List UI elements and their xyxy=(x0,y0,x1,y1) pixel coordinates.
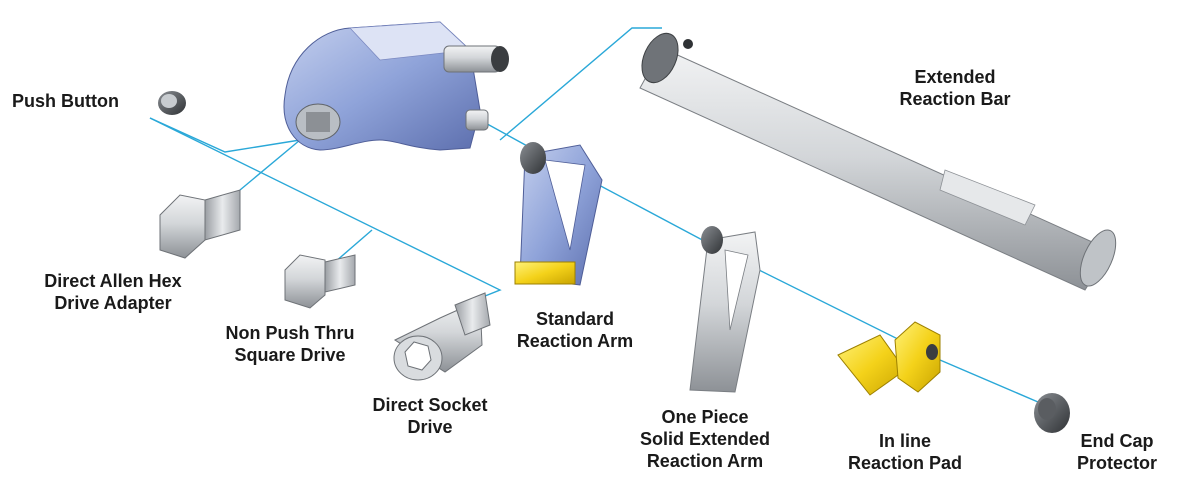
leader-hex-adapter xyxy=(239,139,301,191)
standard-reaction-arm-part xyxy=(514,142,603,286)
label-end-cap-protector: End Cap Protector xyxy=(1076,431,1157,473)
socket-drive-part xyxy=(393,292,491,381)
leader-square-drive xyxy=(334,229,373,263)
leader-push-button xyxy=(149,117,301,153)
leader-extended-bar xyxy=(499,27,662,141)
tool-head-part xyxy=(283,21,509,151)
hex-adapter-part xyxy=(159,189,241,259)
extended-reaction-bar-part xyxy=(639,32,1117,291)
end-cap-part xyxy=(1034,393,1070,433)
label-extended-reaction-bar: Extended Reaction Bar xyxy=(899,67,1011,109)
one-piece-arm-part xyxy=(689,226,761,393)
label-direct-allen-hex: Direct Allen Hex Drive Adapter xyxy=(44,271,182,313)
square-drive-part xyxy=(284,254,356,309)
label-direct-socket-drive: Direct Socket Drive xyxy=(372,395,488,437)
inline-reaction-pad-part xyxy=(837,321,941,396)
push-button-part xyxy=(158,91,186,115)
label-one-piece-arm: One Piece Solid Extended Reaction Arm xyxy=(639,407,771,471)
label-push-button: Push Button xyxy=(12,91,119,111)
label-non-push-thru: Non Push Thru Square Drive xyxy=(225,323,355,365)
label-inline-reaction-pad: In line Reaction Pad xyxy=(847,431,963,473)
label-standard-reaction-arm: Standard Reaction Arm xyxy=(516,309,634,351)
